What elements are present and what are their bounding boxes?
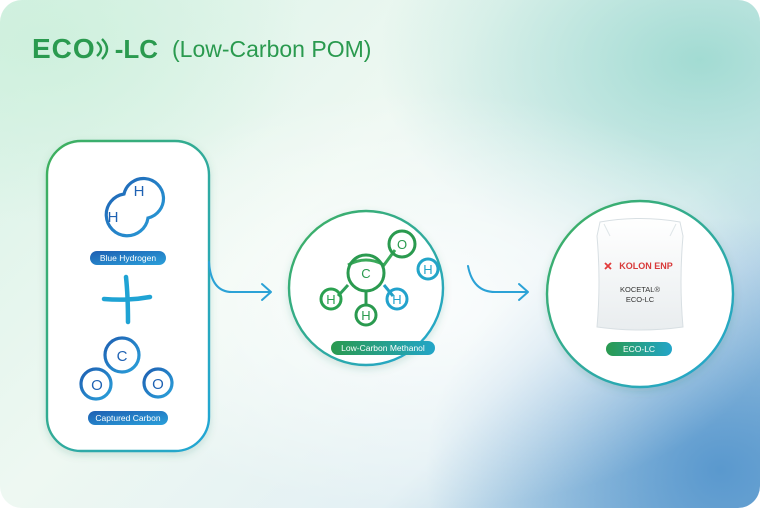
signal-icon — [95, 38, 108, 60]
blue-hydrogen-label: Blue Hydrogen — [100, 253, 157, 263]
arrow-right-icon — [467, 265, 529, 301]
methanol-circle — [287, 209, 445, 367]
captured-carbon-pill: Captured Carbon — [88, 411, 168, 425]
eco-lc-label: ECO-LC — [623, 344, 655, 354]
page-subtitle: (Low-Carbon POM) — [172, 35, 372, 62]
oxygen-atom-left: O — [91, 377, 103, 394]
product-brand: KOLON ENP — [619, 261, 673, 271]
methanol-hydrogen-right: H — [392, 292, 401, 307]
oxygen-atom-right: O — [152, 376, 164, 393]
arrow-right-icon — [208, 261, 272, 301]
hydrogen-atom-1: H — [134, 183, 145, 200]
carbon-atom: C — [117, 348, 128, 365]
methanol-hydrogen-top: H — [423, 262, 432, 277]
methanol-hydrogen-left: H — [326, 292, 335, 307]
logo-lc: -LC — [114, 33, 159, 64]
product-bag — [596, 218, 684, 331]
hydrogen-molecule: H H — [104, 176, 166, 238]
plus-icon — [101, 274, 153, 325]
methanol-oxygen: O — [397, 237, 407, 252]
carbon-dioxide-molecule — [79, 336, 174, 401]
product-grade: ECO-LC — [626, 295, 655, 304]
logo-eco: ECO — [32, 33, 96, 64]
methanol-hydrogen-bottom: H — [361, 308, 370, 323]
methanol-carbon: C — [361, 266, 370, 281]
captured-carbon-label: Captured Carbon — [95, 413, 160, 423]
eco-lc-pill: ECO-LC — [606, 342, 672, 356]
methanol-molecule — [319, 229, 440, 327]
hydrogen-atom-2: H — [108, 209, 119, 226]
page-title: ECO -LC (Low-Carbon POM) — [32, 33, 371, 65]
kolon-logo-icon — [604, 262, 612, 270]
methanol-pill: Low-Carbon Methanol — [331, 341, 435, 355]
blue-hydrogen-pill: Blue Hydrogen — [90, 251, 166, 265]
methanol-label: Low-Carbon Methanol — [341, 343, 425, 353]
product-name: KOCETAL® — [620, 285, 660, 294]
